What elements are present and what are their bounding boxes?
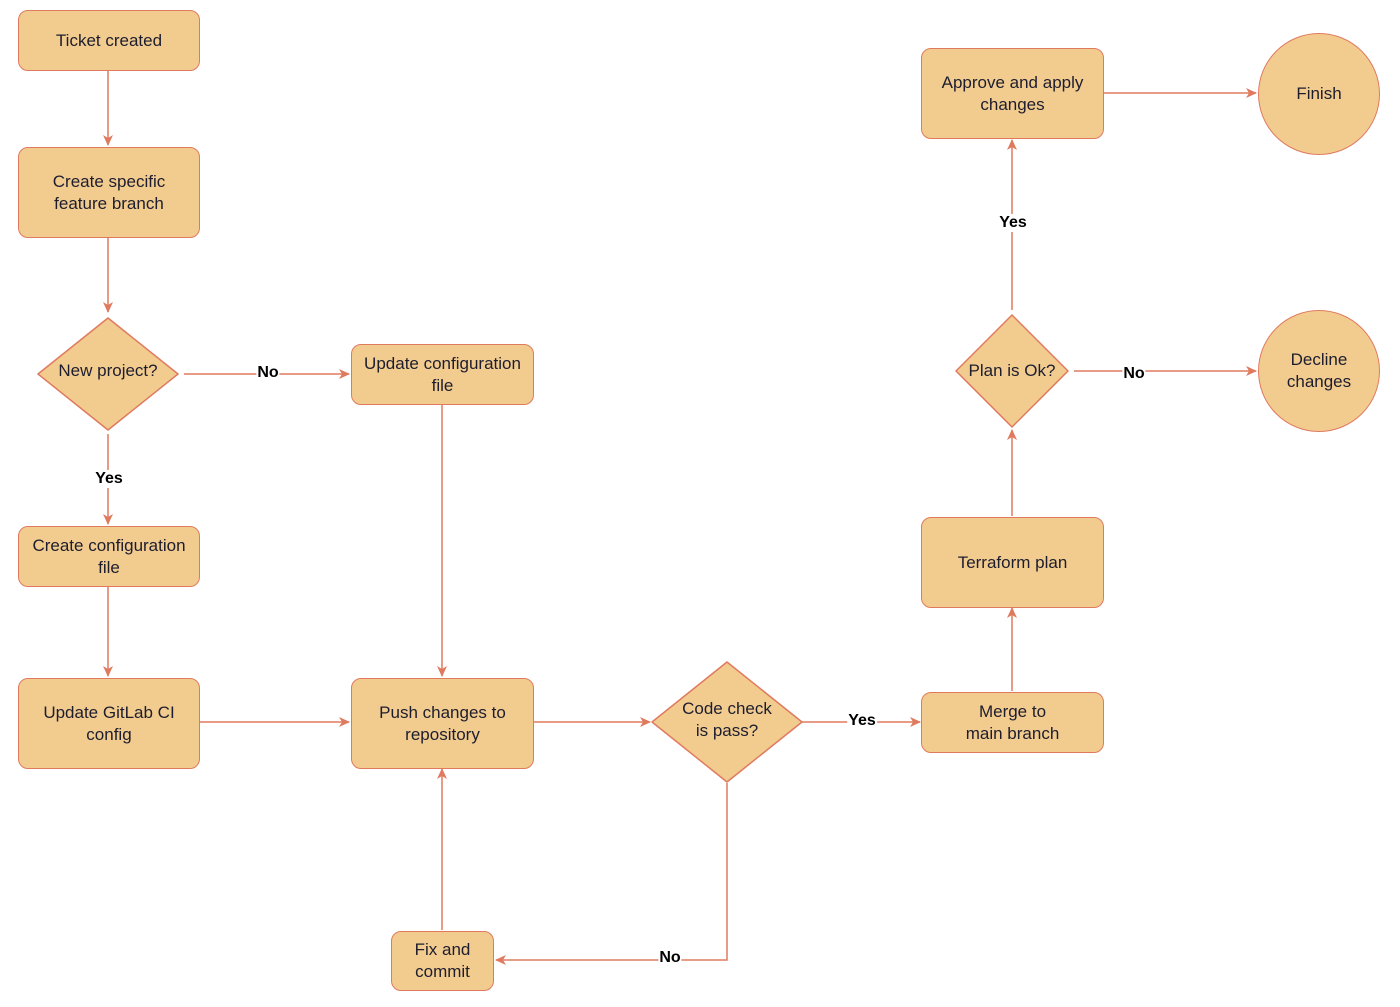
node-update-configuration-file: Update configuration file (351, 344, 534, 405)
decision-new-project-label: New project? (58, 361, 158, 380)
node-merge-main-branch: Merge to main branch (921, 692, 1104, 753)
edge-label-new-project-yes: Yes (94, 470, 124, 488)
edge-label-code-check-no: No (658, 949, 682, 967)
decision-code-check-shape (651, 661, 803, 783)
node-ticket-created: Ticket created (18, 10, 200, 71)
node-create-configuration-file: Create configuration file (18, 526, 200, 587)
decision-new-project-shape (37, 317, 179, 431)
edge-label-plan-ok-yes: Yes (998, 214, 1028, 232)
node-finish: Finish (1258, 33, 1380, 155)
node-create-feature-branch: Create specific feature branch (18, 147, 200, 238)
node-decline-changes: Decline changes (1258, 310, 1380, 432)
node-push-changes: Push changes to repository (351, 678, 534, 769)
edge-label-code-check-yes: Yes (847, 712, 877, 730)
decision-plan-ok-shape (955, 314, 1069, 428)
decision-plan-ok-label: Plan is Ok? (968, 361, 1056, 380)
decision-code-check-label: Code check is pass? (682, 699, 772, 740)
node-terraform-plan: Terraform plan (921, 517, 1104, 608)
edge-label-new-project-no: No (256, 364, 280, 382)
node-approve-apply: Approve and apply changes (921, 48, 1104, 139)
node-update-gitlab-ci-config: Update GitLab CI config (18, 678, 200, 769)
edge-label-plan-ok-no: No (1122, 365, 1146, 383)
node-fix-and-commit: Fix and commit (391, 931, 494, 991)
edge-code-check-no (495, 783, 728, 965)
